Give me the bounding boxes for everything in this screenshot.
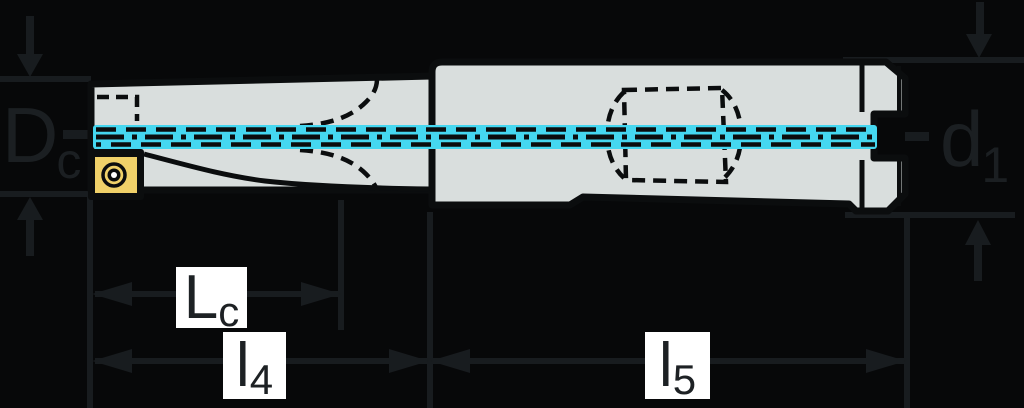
lc-label-main: L (183, 262, 219, 332)
l4-label-sub: 4 (249, 355, 274, 403)
lc-left-arrow-icon (92, 282, 132, 306)
l5-right-arrow-icon (866, 349, 906, 373)
l5-dim-line-right (710, 358, 904, 364)
insert-assembly (88, 149, 144, 200)
dc-label-sub: c (56, 133, 81, 189)
d1-leader-dash (905, 132, 929, 141)
dc-label-main: D (2, 91, 58, 179)
right-extension-line (904, 216, 910, 408)
l5-left-arrow-icon (430, 349, 470, 373)
d1-bottom-arrow-shaft (974, 243, 982, 281)
dc-top-arrow-icon (17, 54, 43, 77)
dc-label: Dc (2, 96, 81, 189)
dc-top-arrow-shaft (26, 16, 34, 58)
d1-label: d1 (940, 100, 1009, 193)
hidden-flute-curve-upper (299, 78, 380, 129)
d1-bottom-arrow-icon (965, 220, 991, 245)
clamp-screw-icon (101, 162, 127, 188)
d1-dimension-arrows (843, 2, 1024, 281)
lc-label-sub: c (218, 287, 240, 335)
d1-top-arrow-shaft (976, 2, 984, 36)
l4-right-arrow-icon (389, 349, 429, 373)
left-extension-line (87, 196, 93, 408)
l4-dim-line-left (95, 358, 223, 364)
d1-top-arrow-icon (966, 34, 992, 58)
length-dimension-lines (87, 196, 910, 408)
end-cap-lines (859, 64, 901, 208)
dc-dimension-arrows (0, 16, 91, 256)
dc-leader-dash (63, 130, 88, 139)
lc-right-extension-line (338, 200, 344, 330)
tool-body (87, 58, 909, 215)
d1-bottom-extension-line (845, 212, 1015, 218)
dc-bottom-extension-line (0, 191, 88, 197)
lc-dim-line-right (245, 291, 339, 297)
dc-bottom-arrow-shaft (26, 218, 34, 256)
l4-left-arrow-icon (92, 349, 132, 373)
d1-label-sub: 1 (981, 137, 1009, 193)
coolant-channel (93, 125, 877, 149)
hidden-flute-curve-lower (299, 147, 380, 192)
l5-label-main: l (658, 330, 673, 400)
l5-dim-line-left (433, 358, 645, 364)
hidden-pocket-outline (97, 94, 140, 121)
dc-bottom-arrow-icon (17, 197, 43, 220)
d1-top-extension-line (843, 57, 1024, 63)
lc-dim-line-left (95, 291, 178, 297)
l5-label-sub: 5 (672, 355, 697, 403)
dc-top-extension-line (0, 76, 91, 82)
l4-label-main: l (235, 330, 250, 400)
lc-right-arrow-icon (301, 282, 341, 306)
l4-dim-line-right (286, 358, 427, 364)
d1-label-main: d (940, 95, 983, 183)
l4-l5-divider-extension-line (427, 212, 433, 408)
